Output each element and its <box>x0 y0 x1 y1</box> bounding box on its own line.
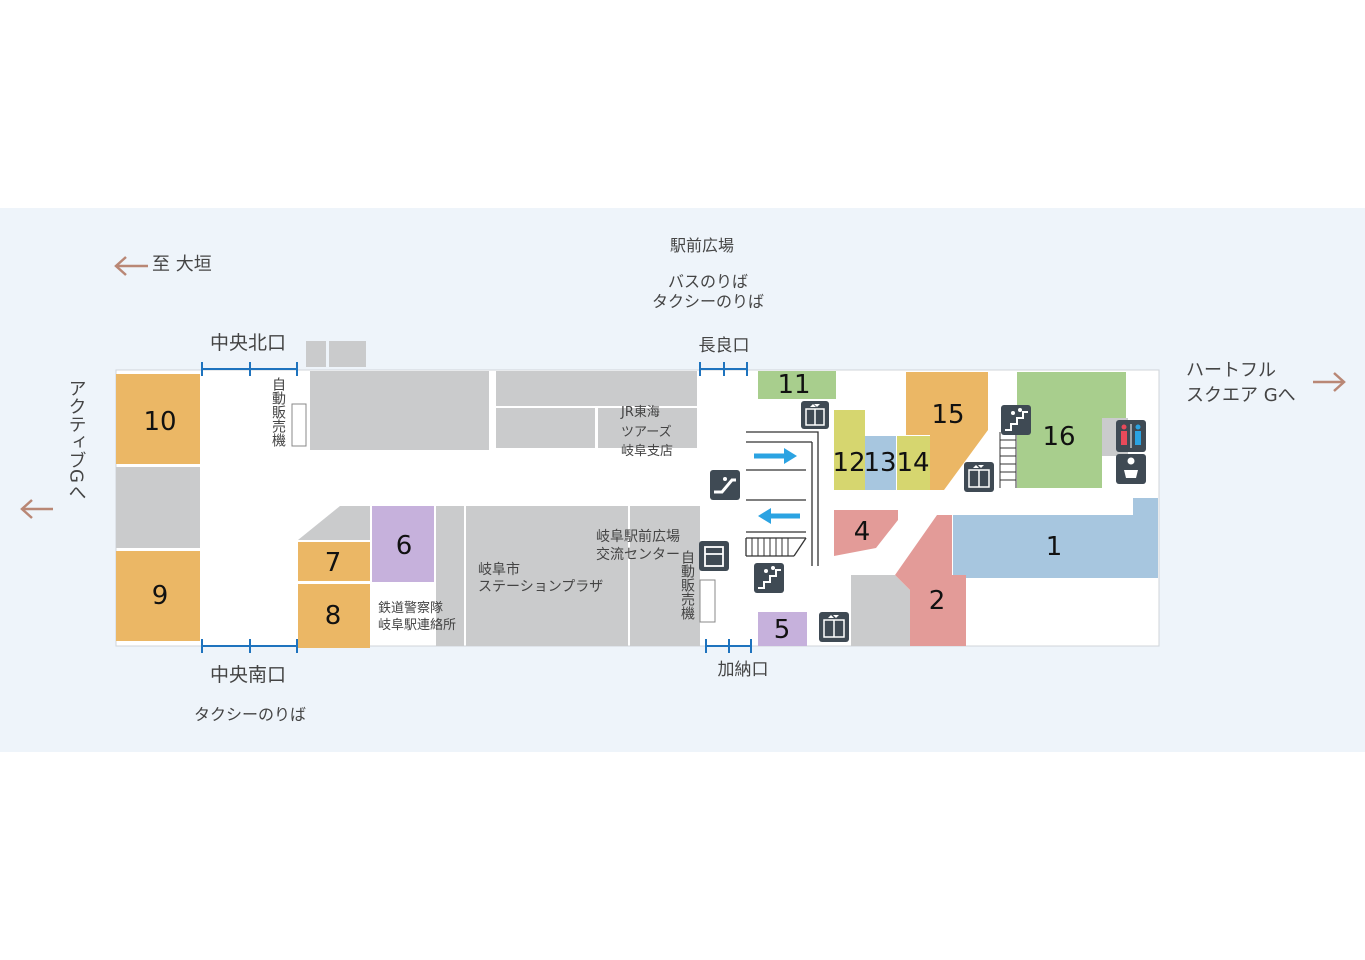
vending-box-south <box>699 579 716 623</box>
bus-noriba-label: バスのりば <box>668 272 748 291</box>
shop-7[interactable] <box>298 542 370 581</box>
shop-10-label: 10 <box>143 407 176 437</box>
shop-11[interactable] <box>758 371 836 399</box>
shop-15[interactable] <box>906 372 988 490</box>
escalator-direction-arrows <box>754 448 800 524</box>
restroom-icon[interactable] <box>1116 420 1146 452</box>
to-ogaki-label: 至 大垣 <box>152 254 212 275</box>
taxi-noriba-top-label: タクシーのりば <box>652 292 764 311</box>
shop-5[interactable] <box>758 612 807 646</box>
shop-5-label: 5 <box>774 615 791 645</box>
shop-11-label: 11 <box>777 370 810 400</box>
shop-10[interactable] <box>116 374 200 464</box>
stair-steps <box>751 538 789 556</box>
gray-areas <box>116 341 1128 646</box>
shop-8-label: 8 <box>325 601 342 631</box>
jr-label-1: JR東海 <box>620 404 660 420</box>
map-labels: 至 大垣 駅前広場 バスのりば タクシーのりば 中央北口 長良口 ハートフル ス… <box>66 236 1296 724</box>
shop-6[interactable] <box>372 506 434 582</box>
shop-13-label: 13 <box>863 448 896 478</box>
stairs-icon[interactable] <box>754 563 784 593</box>
shop-12-label: 12 <box>832 448 865 478</box>
elevator-icon[interactable] <box>801 401 829 429</box>
police-label-2: 岐阜駅連絡所 <box>378 617 456 633</box>
shop-14-label: 14 <box>896 448 929 478</box>
nagaraguchi-label: 長良口 <box>699 336 750 356</box>
shop-16[interactable] <box>1017 372 1126 488</box>
koryu-center-label-1: 岐阜駅前広場 <box>596 528 680 545</box>
shop-13[interactable] <box>865 436 896 490</box>
locker-icon[interactable] <box>699 541 729 571</box>
shop-8[interactable] <box>298 584 370 648</box>
shop-15-label: 15 <box>931 400 964 430</box>
stairs-icon[interactable] <box>1001 405 1031 435</box>
vending-label-north: 自動販売機 <box>270 377 286 448</box>
shop-9[interactable] <box>116 551 200 641</box>
taxi-noriba-bottom-label: タクシーのりば <box>194 705 306 724</box>
jr-label-2: ツアーズ <box>621 424 672 440</box>
vending-box-north <box>291 403 307 447</box>
shop-2[interactable] <box>895 515 966 646</box>
gate-markers <box>201 362 752 653</box>
active-g-label: アクティブGへ <box>66 379 87 501</box>
direction-arrows <box>20 256 1346 519</box>
vending-label-south: 自動販売機 <box>679 550 695 621</box>
shop-numbers: 10 9 7 8 6 11 12 13 14 15 16 4 1 2 5 <box>143 370 1075 645</box>
heartful-label-1: ハートフル <box>1186 360 1276 381</box>
chuo-kitaguchi-label: 中央北口 <box>210 332 286 354</box>
elevator-icon[interactable] <box>819 612 849 642</box>
heartful-label-2: スクエア Gへ <box>1186 385 1296 406</box>
shop-16-label: 16 <box>1042 422 1075 452</box>
station-plaza-label-2: ステーションプラザ <box>478 579 603 595</box>
shop-14[interactable] <box>897 436 930 490</box>
stair-steps-16 <box>999 432 1017 488</box>
chuo-minamiguchi-label: 中央南口 <box>210 664 286 686</box>
shop-6-label: 6 <box>396 531 413 561</box>
baby-care-icon[interactable] <box>1116 454 1146 484</box>
shop-9-label: 9 <box>152 581 169 611</box>
station-plaza-label-1: 岐阜市 <box>478 561 520 578</box>
koryu-center-label-2: 交流センター <box>596 546 680 563</box>
police-label-1: 鉄道警察隊 <box>378 600 443 616</box>
escalator-icon[interactable] <box>710 470 740 500</box>
shop-4[interactable] <box>834 510 898 556</box>
ekimae-hiroba-label: 駅前広場 <box>670 236 734 255</box>
shop-4-label: 4 <box>854 517 871 547</box>
elevator-icon[interactable] <box>964 462 994 492</box>
shop-2-label: 2 <box>929 586 946 616</box>
shop-7-label: 7 <box>325 548 342 578</box>
shop-1-label: 1 <box>1046 532 1063 562</box>
kanouguchi-label: 加納口 <box>718 660 769 680</box>
shop-1[interactable] <box>953 498 1158 578</box>
jr-label-3: 岐阜支店 <box>621 443 673 459</box>
shop-12[interactable] <box>834 410 865 490</box>
